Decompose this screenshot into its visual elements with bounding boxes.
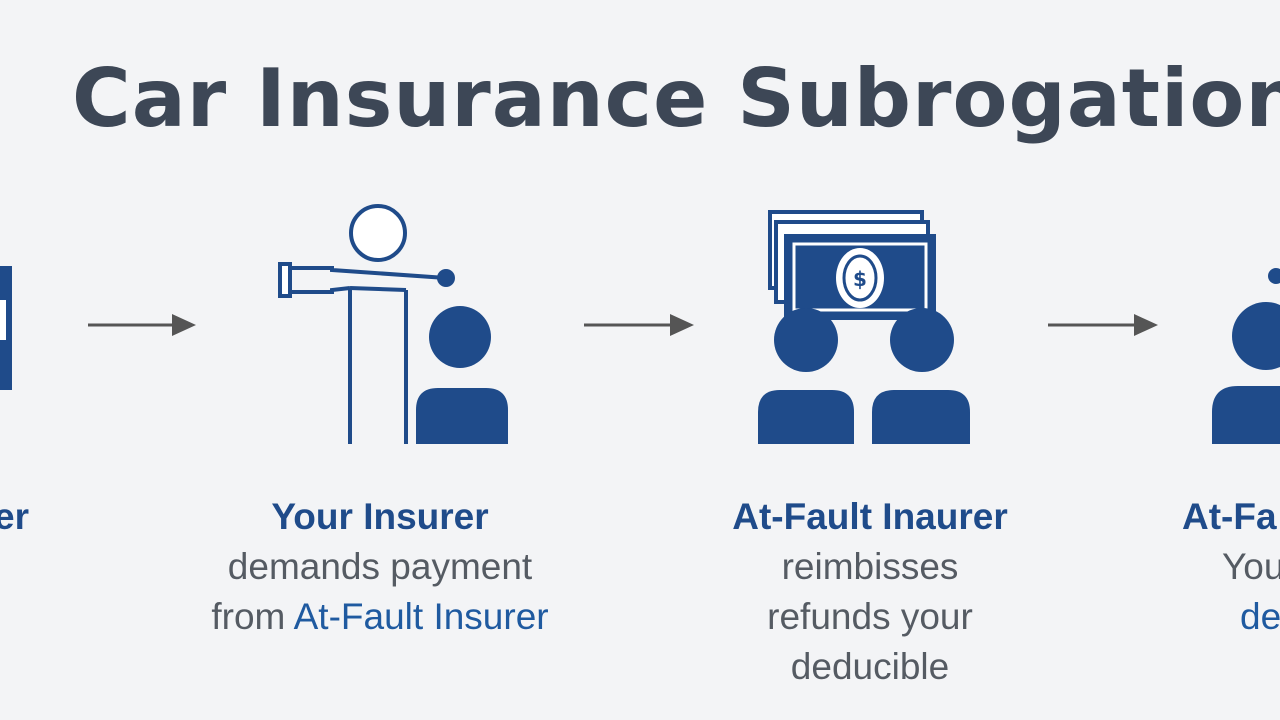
page-title: Car Insurance Subrogation [72, 52, 1280, 145]
step-1-heading: er [0, 496, 29, 537]
step-4-label: At-Fa You de [1182, 492, 1280, 642]
step-2-heading: Your Insurer [271, 496, 489, 537]
step-3-line-3: deducible [790, 646, 950, 687]
step-3-line-1: reimbisses [781, 546, 959, 587]
arrow-right-icon [1048, 314, 1158, 336]
step-2-line-1: demands payment [227, 546, 533, 587]
step-2-label: Your Insurer demands payment from At-Fau… [180, 492, 580, 642]
step-4-heading: At-Fa [1182, 496, 1277, 537]
step-2-line-2: from At-Fault Insurer [180, 592, 580, 642]
money-two-people-icon: $ [758, 210, 970, 444]
arrow-right-icon [88, 314, 196, 336]
document-icon [0, 266, 12, 390]
person-pointing-icon [278, 204, 508, 444]
step-4-line-2: de [1240, 596, 1280, 637]
step-1-label: er [0, 492, 29, 542]
step-3-line-2: refunds your [767, 596, 973, 637]
step-4-line-1: You [1222, 546, 1280, 587]
step-3-heading: At-Fault Inaurer [732, 496, 1008, 537]
person-icon [1212, 268, 1280, 444]
step-2-line-2-accent: At-Fault Insurer [293, 596, 549, 637]
step-3-label: At-Fault Inaurer reimbisses refunds your… [680, 492, 1060, 692]
step-2-line-2-prefix: from [211, 596, 294, 637]
arrow-right-icon [584, 314, 694, 336]
svg-text:$: $ [853, 267, 867, 291]
